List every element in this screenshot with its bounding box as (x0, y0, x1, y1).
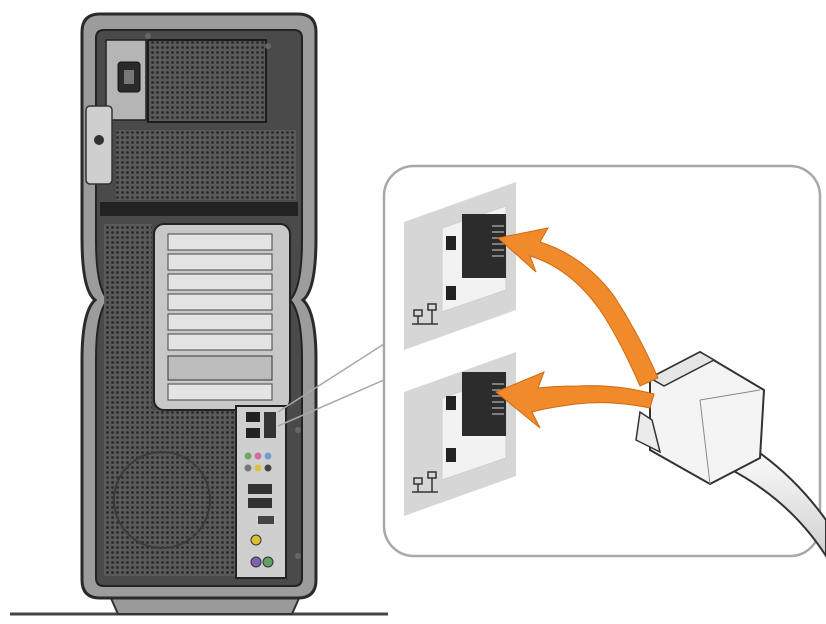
port-led (446, 286, 456, 300)
ps2-port (262, 556, 274, 568)
port-led (446, 448, 456, 462)
usb-ports (248, 498, 272, 508)
ps2-port (250, 556, 262, 568)
audio-jack (244, 452, 252, 460)
expansion-slot (167, 333, 273, 351)
audio-jack (244, 464, 252, 472)
graphics-card-bracket (167, 355, 273, 381)
lower-vent-fan-area (104, 410, 236, 576)
expansion-slot (167, 293, 273, 311)
power-socket-pins (124, 70, 134, 84)
plug-clip (635, 410, 662, 454)
serial-port (258, 516, 274, 524)
network-port-1 (246, 412, 260, 422)
audio-jack (264, 452, 272, 460)
audio-jack (254, 452, 262, 460)
usb-ports (248, 484, 272, 494)
arrow-to-upper-port (496, 227, 659, 387)
latch-lock (94, 135, 104, 145)
expansion-slot (167, 383, 273, 401)
expansion-slot (167, 253, 273, 271)
ps2-port (250, 534, 262, 546)
rj45-plug-icon (635, 350, 826, 558)
port-led (446, 396, 456, 410)
audio-jack (254, 464, 262, 472)
expansion-slots (167, 233, 273, 401)
port-led (446, 236, 456, 250)
fan-outline (113, 451, 211, 549)
audio-jack (264, 464, 272, 472)
plug-edge (699, 399, 711, 485)
callout-line-bottom (277, 379, 385, 427)
network-icon (412, 303, 438, 325)
upper-vent (116, 130, 296, 200)
expansion-slot (167, 233, 273, 251)
network-port-2 (246, 428, 260, 438)
screw (265, 43, 271, 49)
screw (145, 33, 151, 39)
screw (295, 553, 301, 559)
plug-face (648, 351, 716, 387)
expansion-slot (167, 313, 273, 331)
port-jack (462, 214, 506, 278)
port-jack (462, 372, 506, 436)
computer-tower-rear (80, 12, 318, 615)
network-port-zoom-upper (404, 182, 516, 350)
screw (295, 427, 301, 433)
network-port-zoom-lower (404, 352, 516, 516)
plug-edge (699, 389, 761, 401)
curved-arrow-icon (495, 227, 659, 429)
arrow-to-lower-port (495, 371, 655, 429)
usb-ports (264, 412, 276, 438)
callout-line-top (277, 343, 385, 413)
network-icon (412, 471, 438, 493)
psu-grille (147, 39, 267, 123)
vent-divider (100, 202, 298, 216)
expansion-slot (167, 273, 273, 291)
